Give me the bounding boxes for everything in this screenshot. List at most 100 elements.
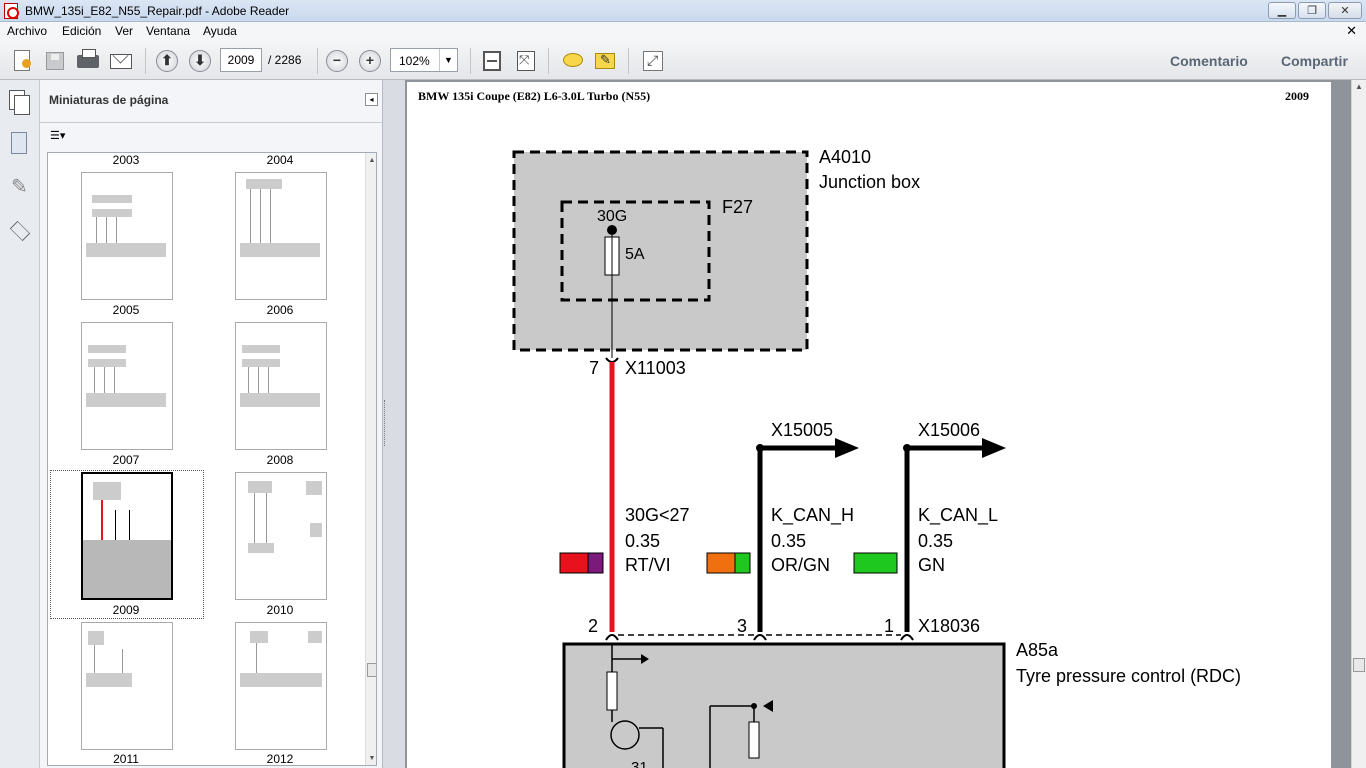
thumbnail-page-2007[interactable]	[81, 322, 173, 450]
wire2-size: 0.35	[771, 531, 806, 551]
branch1-id: X15005	[771, 420, 833, 440]
menu-ventana[interactable]: Ventana	[146, 24, 191, 38]
close-icon: ✕	[1340, 5, 1350, 17]
minus-icon: −	[326, 50, 348, 72]
document-scrollbar[interactable]: ▲	[1351, 80, 1366, 768]
scrollbar-thumb[interactable]	[367, 663, 376, 677]
save-icon	[46, 52, 64, 70]
highlight-icon	[595, 52, 615, 69]
print-button[interactable]	[76, 49, 100, 73]
scroll-down-icon[interactable]: ▼	[368, 755, 376, 762]
email-button[interactable]	[109, 49, 133, 73]
thumbnail-label: 2007	[112, 453, 140, 467]
thumbnail-page-2006[interactable]	[235, 172, 327, 300]
toolbar-separator	[548, 48, 549, 74]
fit-page-icon	[483, 51, 501, 71]
menu-edicion[interactable]: Edición	[62, 24, 102, 38]
page-number-input[interactable]: 2009	[220, 48, 262, 72]
scrollbar-thumb[interactable]	[1353, 658, 1365, 672]
highlight-button[interactable]	[593, 49, 617, 73]
share-panel-link[interactable]: Compartir	[1281, 53, 1348, 69]
close-document-icon[interactable]: ✕	[1346, 23, 1357, 38]
connector-top-id: X11003	[625, 358, 686, 378]
scroll-up-icon[interactable]: ▲	[1355, 82, 1363, 91]
create-pdf-button[interactable]	[10, 49, 34, 73]
arrow-x15005	[835, 438, 859, 458]
title-bar: BMW_135i_E82_N55_Repair.pdf - Adobe Read…	[0, 0, 1366, 22]
fit-page-button[interactable]	[480, 49, 504, 73]
adobe-reader-icon	[4, 3, 19, 19]
page-total: / 2286	[268, 53, 302, 67]
zoom-in-button[interactable]: +	[358, 49, 382, 73]
swatch-green-stripe	[734, 552, 751, 574]
thumbnails-panel: Miniaturas de página ◂ ☰▾ 2003 2004 2005…	[40, 80, 383, 768]
wire3-name: K_CAN_L	[918, 505, 998, 526]
thumbnail-list: 2003 2004 2005 2006	[47, 152, 377, 766]
maximize-button[interactable]: ❐	[1298, 2, 1326, 19]
thumbnail-label: 2008	[266, 453, 294, 467]
junction-name: Junction box	[819, 172, 920, 192]
document-view: BMW 135i Coupe (E82) L6-3.0L Turbo (N55)…	[405, 80, 1351, 768]
collapse-panel-icon[interactable]: ◂	[365, 93, 378, 106]
fuse-id: F27	[722, 197, 753, 217]
thumbnail-page-2009[interactable]	[81, 472, 173, 600]
fuse-box	[560, 200, 711, 302]
previous-page-button[interactable]: ⬆	[155, 49, 179, 73]
wire1-color: RT/VI	[625, 555, 671, 575]
bookmarks-icon[interactable]	[11, 132, 27, 154]
menu-ayuda[interactable]: Ayuda	[203, 24, 237, 38]
toolbar-separator	[317, 48, 318, 74]
thumbnail-page-2011[interactable]	[81, 622, 173, 750]
zoom-out-button[interactable]: −	[325, 49, 349, 73]
wire3-size: 0.35	[918, 531, 953, 551]
page-thumbnails-icon[interactable]	[9, 90, 31, 115]
thumbnail-page-2005[interactable]	[81, 172, 173, 300]
minimize-button[interactable]: ▁	[1268, 2, 1296, 19]
wire1-size: 0.35	[625, 531, 660, 551]
wire2-color: OR/GN	[771, 555, 830, 575]
print-icon	[77, 49, 99, 68]
thumbnail-page-2010[interactable]	[235, 472, 327, 600]
toolbar-separator	[145, 48, 146, 74]
swatch-red	[559, 552, 589, 574]
window-title: BMW_135i_E82_N55_Repair.pdf - Adobe Read…	[25, 4, 290, 18]
sticky-note-button[interactable]	[561, 49, 585, 73]
thumbnail-page-2012[interactable]	[235, 622, 327, 750]
pin-a: 2	[588, 616, 598, 636]
close-window-button[interactable]: ✕	[1328, 2, 1362, 19]
thumbnail-scrollbar[interactable]: ▲ ▼	[365, 153, 376, 765]
panel-splitter[interactable]	[383, 80, 405, 768]
thumbnail-selection	[50, 470, 204, 619]
next-page-button[interactable]: ⬇	[188, 49, 212, 73]
rdc-module	[562, 642, 1006, 768]
fuse-rating: 5A	[625, 246, 645, 263]
zoom-select[interactable]: 102% ▼	[390, 48, 458, 72]
save-button[interactable]	[43, 49, 67, 73]
chevron-down-icon[interactable]: ▼	[439, 49, 457, 71]
full-screen-button[interactable]	[640, 49, 664, 73]
menu-ver[interactable]: Ver	[115, 24, 134, 38]
attachments-icon[interactable]: ✎	[11, 176, 28, 198]
create-pdf-icon	[14, 50, 31, 71]
page-header: BMW 135i Coupe (E82) L6-3.0L Turbo (N55)	[418, 89, 651, 103]
fit-width-button[interactable]	[514, 49, 538, 73]
toolbar: ⬆ ⬇ − +	[0, 41, 1366, 115]
comment-panel-link[interactable]: Comentario	[1170, 53, 1248, 69]
ground-label: 31	[631, 759, 648, 768]
layers-icon[interactable]	[9, 218, 31, 242]
email-icon	[110, 54, 132, 69]
thumbnail-label: 2012	[266, 752, 294, 766]
thumbnail-options-button[interactable]: ☰▾	[50, 130, 66, 142]
thumbnail-label: 2005	[112, 303, 140, 317]
thumbnail-page-2008[interactable]	[235, 322, 327, 450]
scroll-up-icon[interactable]: ▲	[368, 157, 376, 164]
pdf-page: BMW 135i Coupe (E82) L6-3.0L Turbo (N55)…	[407, 82, 1331, 768]
wire3-color: GN	[918, 555, 945, 575]
swatch-orange	[706, 552, 736, 574]
plus-icon: +	[359, 50, 381, 72]
splitter-grip[interactable]	[384, 400, 388, 446]
panel-divider	[40, 122, 383, 123]
arrow-x15006	[982, 438, 1006, 458]
menu-archivo[interactable]: Archivo	[7, 24, 48, 38]
pin-c: 1	[884, 616, 894, 636]
